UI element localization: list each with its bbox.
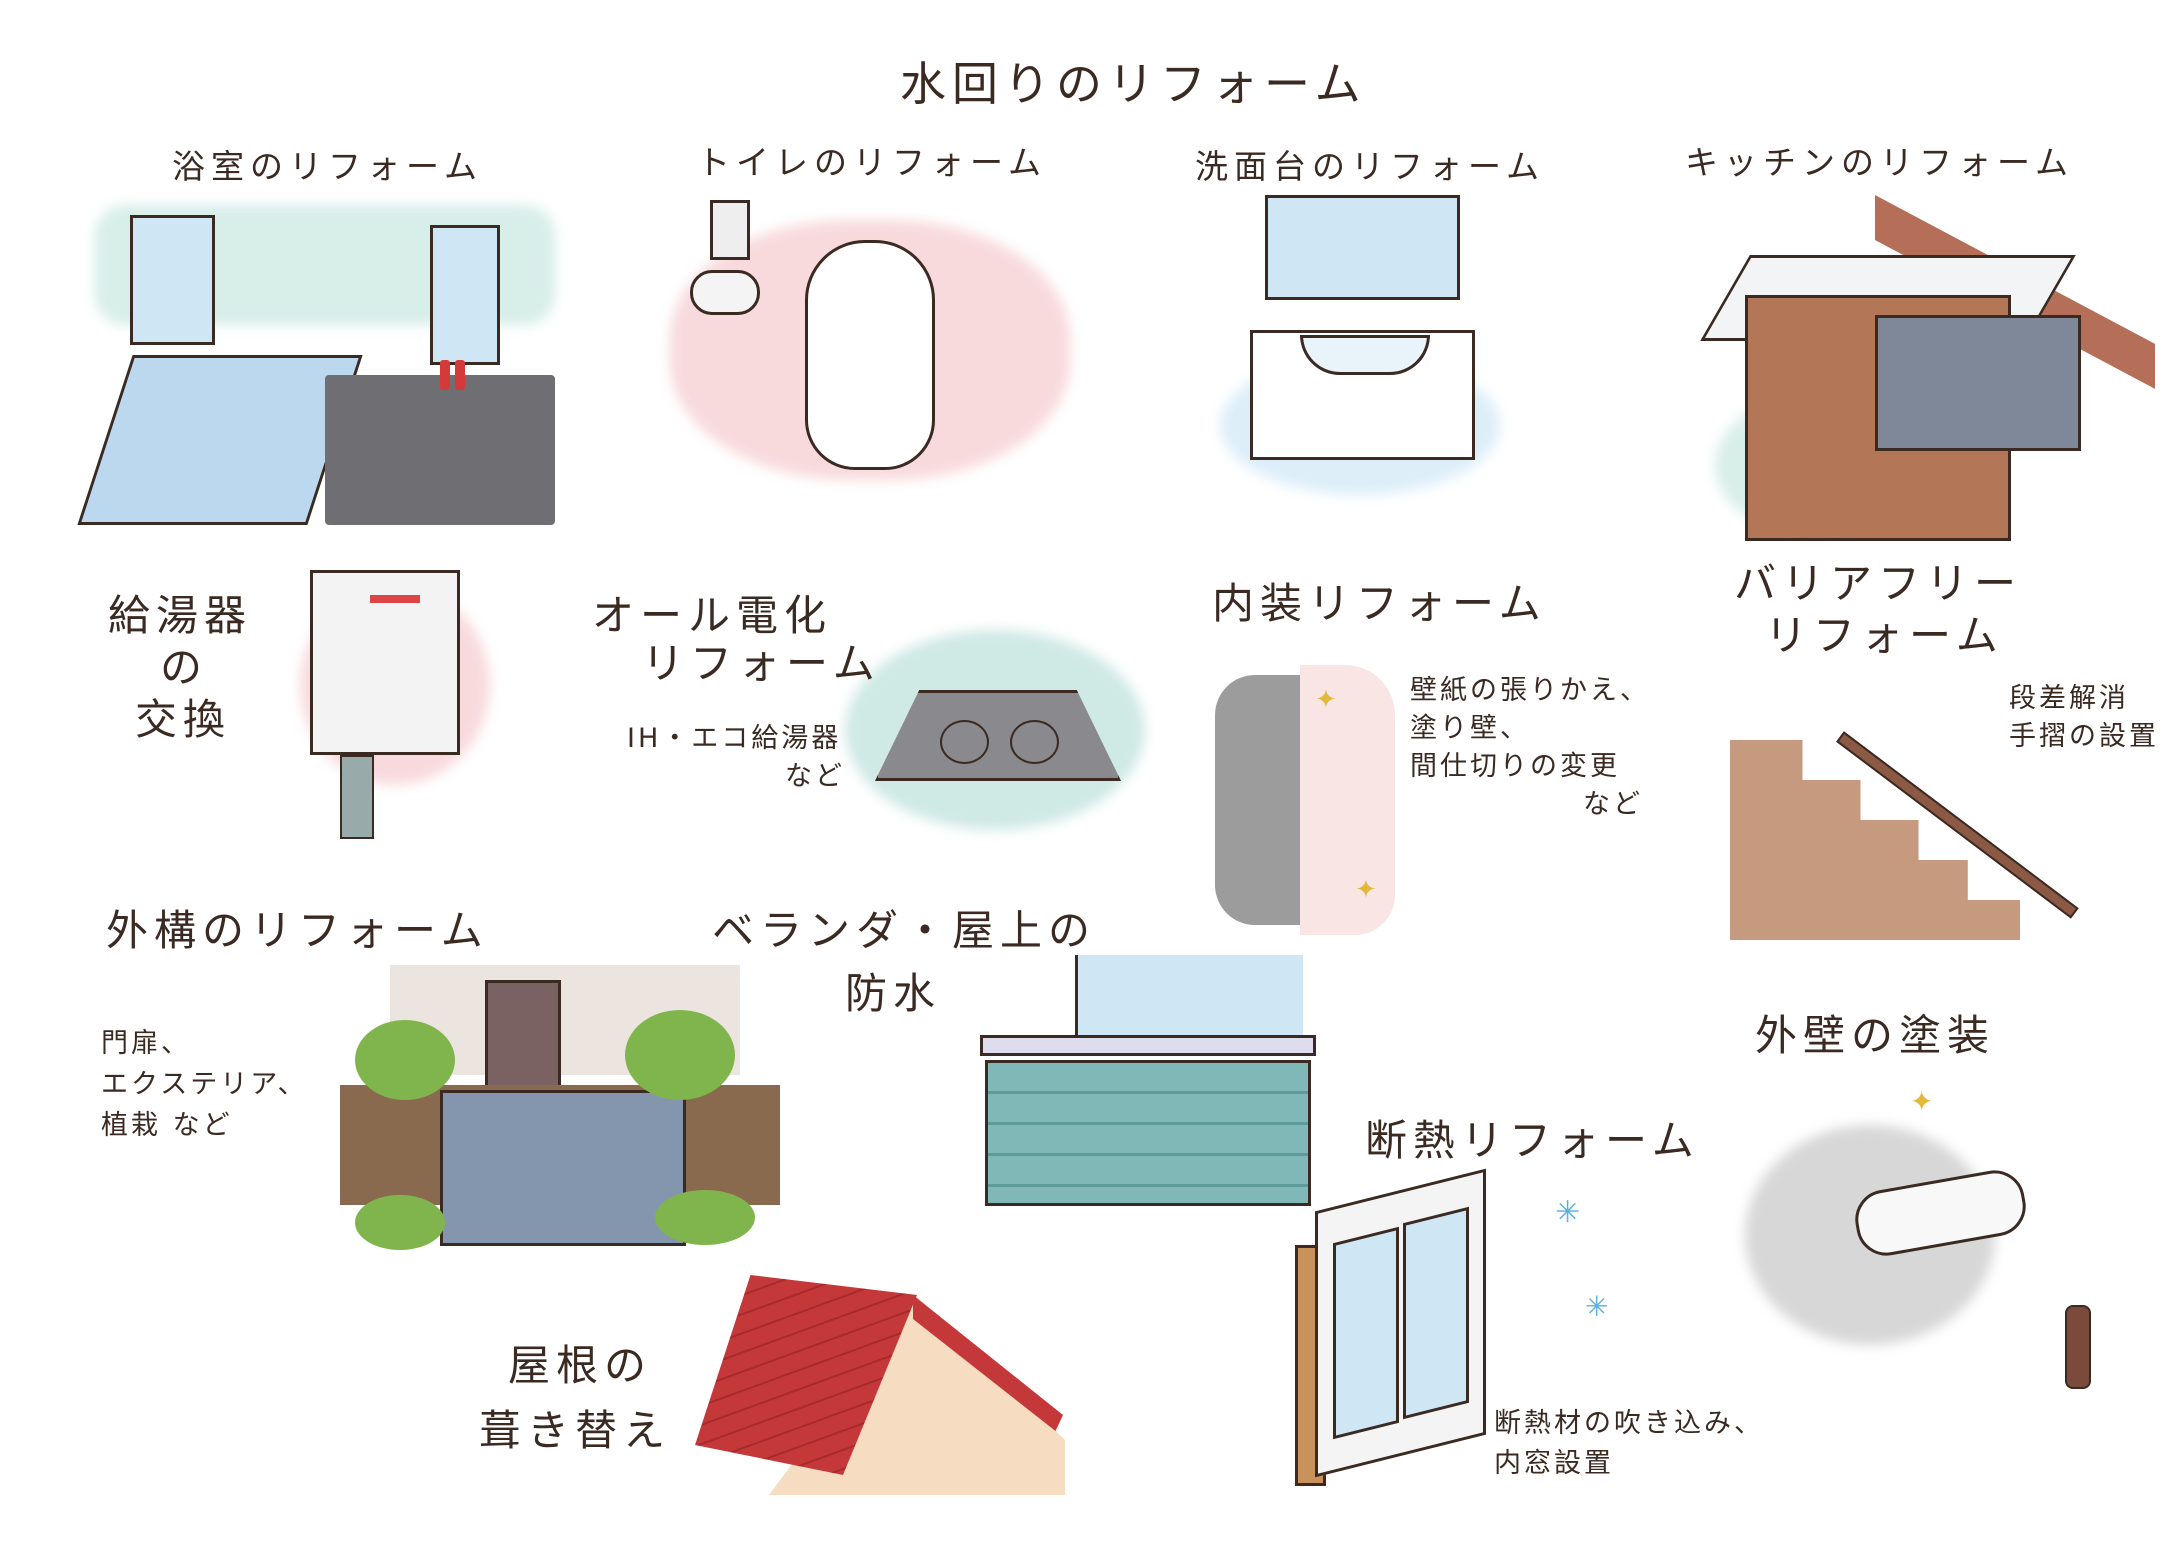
main-title: 水回りのリフォーム [900,57,1367,111]
sparkle-icon: ✦ [1315,685,1337,715]
sparkle-icon: ✦ [1355,875,1377,905]
barrier-free-label-1: バリアフリー [1734,559,2023,608]
water-heater-label-2: の [160,643,209,692]
toilet-illustration [670,190,1070,490]
water-heater-illustration [290,565,490,845]
exterior-note-1: 門扉、 [101,1028,191,1059]
all-electric-note-2: など [785,761,845,792]
outer-wall-title: 外壁の塗装 [1755,1011,1996,1060]
interior-note-4: など [1583,789,1643,820]
kitchen-label: キッチンのリフォーム [1685,143,2075,182]
roof-label-2: 葺き替え [479,1406,672,1455]
exterior-note-2: エクステリア、 [101,1069,308,1100]
washbasin-illustration [1220,195,1500,495]
water-heater-label-1: 給湯器 [108,591,253,640]
ih-cooktop-illustration [845,630,1145,830]
exterior-title: 外構のリフォーム [106,906,489,955]
bathroom-illustration [77,205,555,535]
paint-roller-illustration: ✦ [1745,1085,2091,1389]
washbasin-label: 洗面台のリフォーム [1195,147,1546,186]
roof-illustration [695,1275,1065,1495]
insulation-note-2: 内窓設置 [1494,1448,1614,1479]
all-electric-note-1: IH・エコ給湯器 [627,723,842,754]
inner-window-illustration [1295,1168,1486,1486]
stairs-illustration [1720,670,2100,945]
barrier-free-label-2: リフォーム [1765,611,2004,660]
all-electric-label-1: オール電化 [592,591,833,640]
barrier-free-note-2: 手摺の設置 [2009,721,2159,752]
gate-illustration [340,965,780,1260]
interior-title: 内装リフォーム [1212,579,1547,628]
interior-note-2: 塗り壁、 [1410,713,1530,744]
bathroom-label: 浴室のリフォーム [172,147,484,186]
veranda-illustration [980,955,1320,1206]
exterior-note-3: 植栽 など [101,1110,233,1141]
snowflake-icon: ✳ [1585,1290,1609,1323]
roof-label-1: 屋根の [508,1341,653,1390]
all-electric-label-2: リフォーム [642,639,881,688]
insulation-note-1: 断熱材の吹き込み、 [1494,1408,1764,1439]
kitchen-illustration [1700,195,2175,541]
veranda-label-2: 防水 [845,969,942,1018]
toilet-label: トイレのリフォーム [697,143,1048,182]
interior-wall-illustration: ✦ ✦ [1215,665,1395,940]
water-heater-label-3: 交換 [135,695,232,744]
sparkle-icon: ✦ [1910,1085,1934,1118]
interior-note-3: 間仕切りの変更 [1410,751,1620,782]
insulation-title: 断熱リフォーム [1365,1116,1700,1165]
veranda-label-1: ベランダ・屋上の [712,906,1097,955]
barrier-free-note-1: 段差解消 [2009,683,2129,714]
snowflake-icon: ✳ [1555,1195,1581,1230]
interior-note-1: 壁紙の張りかえ、 [1410,675,1650,706]
